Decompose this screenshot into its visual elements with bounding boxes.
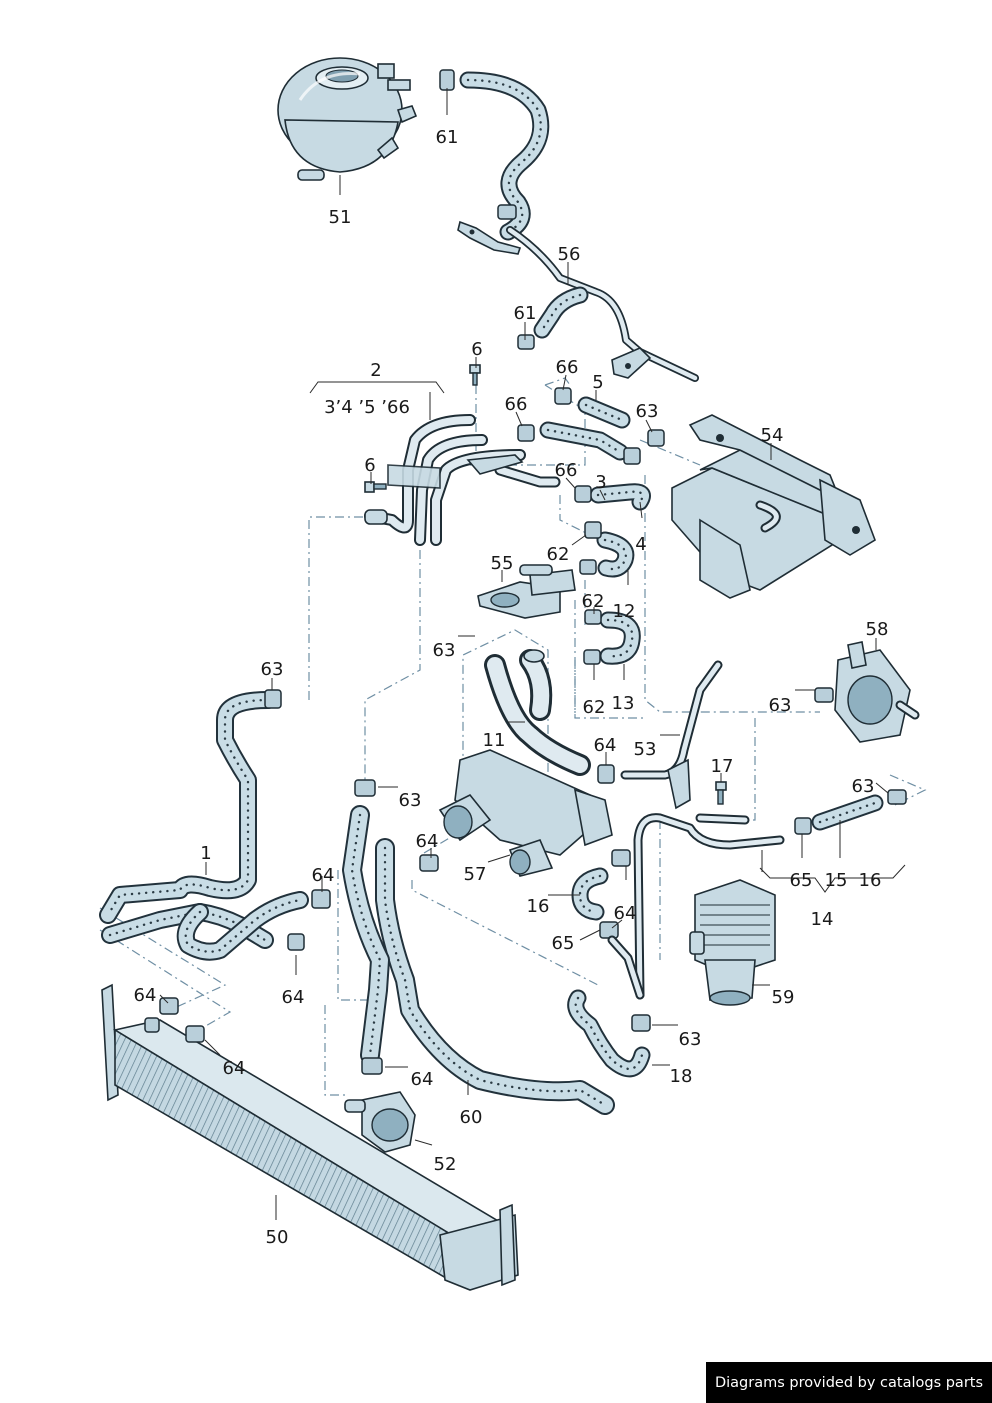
callout-64: 64	[282, 987, 305, 1008]
callout-labels: 51 61 56 61 6 2 3’4 ’5 ’66 66 5 66 63 54…	[134, 127, 889, 1248]
bolt-6-left[interactable]	[364, 481, 387, 493]
hose-assembly-1[interactable]	[99, 689, 331, 961]
callout-66: 66	[556, 357, 579, 378]
callout-13: 13	[612, 693, 635, 714]
coolant-pipe-53[interactable]	[597, 660, 723, 810]
hose-18[interactable]	[567, 989, 651, 1078]
hose-3[interactable]	[574, 483, 651, 511]
callout-1: 1	[200, 843, 211, 864]
thermostat-housing-55[interactable]	[477, 564, 576, 619]
coolant-pipe-11[interactable]	[484, 649, 591, 776]
hose-4[interactable]	[579, 521, 635, 578]
callout-12: 12	[613, 601, 636, 622]
callout-6: 6	[364, 455, 375, 476]
callout-63: 63	[433, 640, 456, 661]
hose-tank-vent[interactable]	[439, 69, 550, 241]
callout-15: 15	[825, 870, 848, 891]
callout-64: 64	[416, 831, 439, 852]
callout-17: 17	[711, 756, 734, 777]
callout-64: 64	[223, 1058, 246, 1079]
hose-56-lower[interactable]	[517, 286, 589, 350]
hose-5[interactable]	[554, 387, 631, 429]
callout-53: 53	[634, 739, 657, 760]
callout-64: 64	[614, 903, 637, 924]
callout-16: 16	[527, 896, 550, 917]
callout-57: 57	[464, 864, 487, 885]
oil-cooler-59[interactable]	[689, 879, 776, 1006]
callout-66: 66	[505, 394, 528, 415]
radiator-50[interactable]	[101, 983, 519, 1291]
callout-64: 64	[134, 985, 157, 1006]
callout-64: 64	[411, 1069, 434, 1090]
callout-59: 59	[772, 987, 795, 1008]
callout-54: 54	[761, 425, 784, 446]
bolt-6-upper[interactable]	[469, 364, 481, 386]
pipe-65-y[interactable]	[607, 935, 645, 1000]
callout-16: 16	[859, 870, 882, 891]
callout-2: 2	[370, 360, 381, 381]
callout-52: 52	[434, 1154, 457, 1175]
callout-3: 3	[595, 472, 606, 493]
callout-65: 65	[790, 870, 813, 891]
callout-65: 65	[552, 933, 575, 954]
hose-12[interactable]	[583, 609, 641, 665]
auxiliary-pump-58[interactable]	[814, 641, 920, 743]
pipe-assembly-2[interactable]	[364, 414, 561, 546]
expansion-tank[interactable]	[277, 57, 418, 181]
callout-6: 6	[471, 339, 482, 360]
callout-64: 64	[594, 735, 617, 756]
coolant-pipe-14[interactable]	[633, 813, 785, 1000]
leader-lines	[159, 88, 906, 1220]
callout-11: 11	[483, 730, 506, 751]
callout-50: 50	[266, 1227, 289, 1248]
bolt-17[interactable]	[715, 781, 727, 805]
callout-63: 63	[399, 790, 422, 811]
hose-66-upper[interactable]	[517, 421, 665, 465]
callout-66: 66	[555, 460, 578, 481]
credit-banner: Diagrams provided by catalogs parts	[706, 1362, 992, 1403]
callout-61: 61	[514, 303, 537, 324]
callout-18: 18	[670, 1066, 693, 1087]
callout-63: 63	[261, 659, 284, 680]
callout-14: 14	[811, 909, 834, 930]
callout-4: 4	[635, 534, 646, 555]
callout-55: 55	[491, 553, 514, 574]
callout-63: 63	[679, 1029, 702, 1050]
egr-cooler-54[interactable]	[671, 414, 876, 599]
hose-16-right[interactable]	[794, 789, 907, 835]
callout-5: 5	[592, 372, 603, 393]
callout-58: 58	[866, 619, 889, 640]
callout-63: 63	[852, 776, 875, 797]
coolant-flange-57[interactable]	[438, 749, 613, 877]
hose-16-left[interactable]	[571, 849, 631, 939]
callout-56: 56	[558, 244, 581, 265]
callout-2-subparts: 3’4 ’5 ’66	[324, 397, 410, 418]
callout-60: 60	[460, 1107, 483, 1128]
callout-63: 63	[769, 695, 792, 716]
callout-62: 62	[582, 591, 605, 612]
callout-62: 62	[583, 697, 606, 718]
callout-63: 63	[636, 401, 659, 422]
callout-62: 62	[547, 544, 570, 565]
coolant-pipe-56[interactable]	[457, 220, 699, 382]
water-pump-52[interactable]	[344, 1091, 416, 1153]
callout-51: 51	[329, 207, 352, 228]
callout-64: 64	[312, 865, 335, 886]
callout-61: 61	[436, 127, 459, 148]
hose-assembly-60[interactable]	[342, 779, 615, 1115]
